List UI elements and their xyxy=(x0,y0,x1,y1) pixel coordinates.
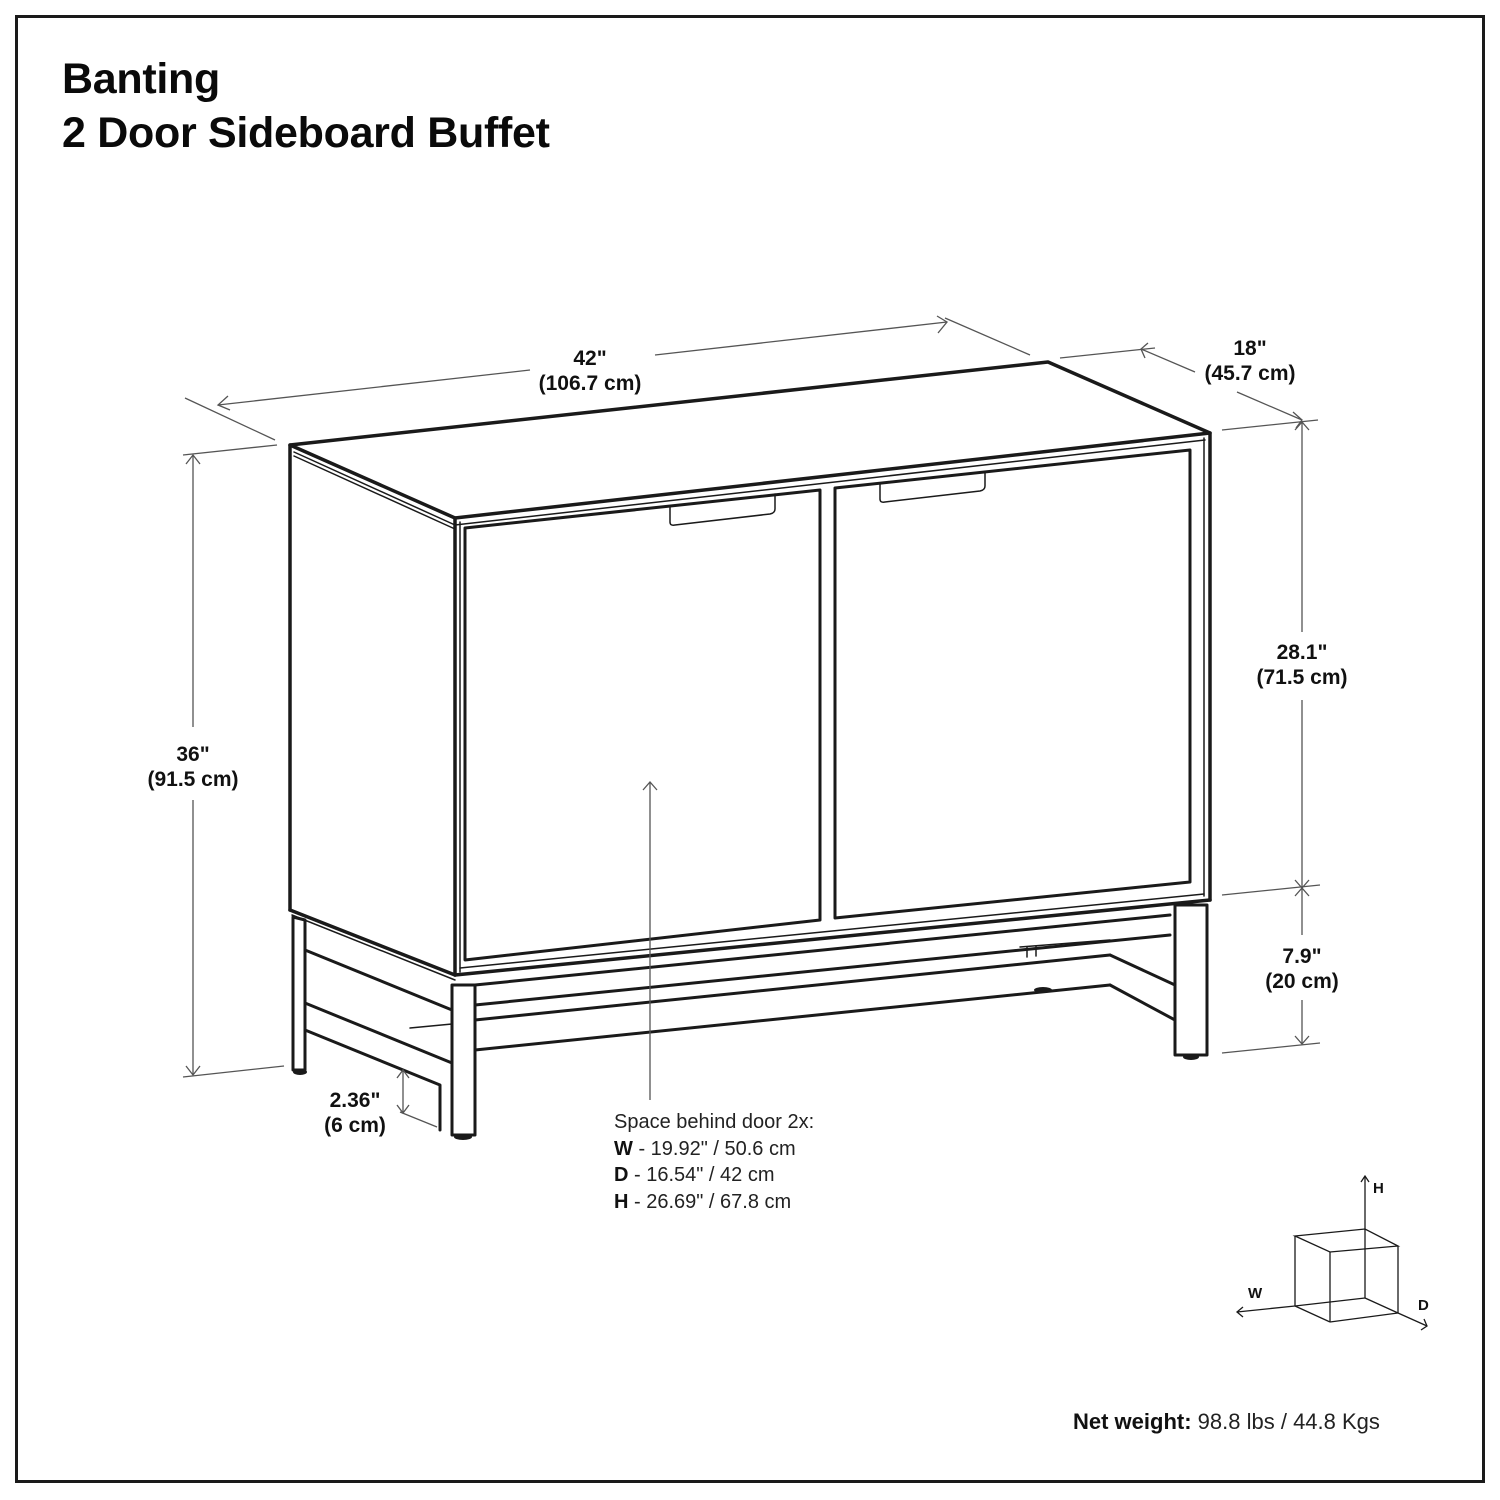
depth-dimension-label: 18" (45.7 cm) xyxy=(1204,336,1295,386)
clearance-imperial: 2.36" xyxy=(329,1089,381,1112)
space-row-key: W xyxy=(614,1137,633,1160)
base-height-dimension-label: 7.9" (20 cm) xyxy=(1265,944,1339,994)
clearance-metric: (6 cm) xyxy=(324,1114,386,1137)
axis-label-w: W xyxy=(1248,1285,1263,1302)
product-title: Banting 2 Door Sideboard Buffet xyxy=(62,52,550,160)
total-height-dimension-label: 36" (91.5 cm) xyxy=(147,742,238,792)
space-row-height: H - 26.69" / 67.8 cm xyxy=(614,1189,814,1216)
door-handles xyxy=(669,471,986,526)
cabinet-height-dimension-label: 28.1" (71.5 cm) xyxy=(1256,640,1347,690)
page-border xyxy=(15,15,1485,1483)
space-row-width: W - 19.92" / 50.6 cm xyxy=(614,1136,814,1163)
axis-label-d: D xyxy=(1418,1297,1429,1314)
net-weight-value: 98.8 lbs / 44.8 Kgs xyxy=(1191,1409,1380,1434)
space-behind-door-heading: Space behind door 2x: xyxy=(614,1111,815,1133)
width-imperial: 42" xyxy=(573,347,607,370)
axis-cube-icon xyxy=(1235,1174,1428,1331)
total-height-metric: (91.5 cm) xyxy=(147,768,239,791)
dimension-lines xyxy=(182,315,1321,1128)
right-door xyxy=(833,448,1192,920)
total-height-imperial: 36" xyxy=(176,743,210,766)
cabinet-height-metric: (71.5 cm) xyxy=(1256,666,1348,689)
depth-metric: (45.7 cm) xyxy=(1204,362,1296,385)
space-row-key: H xyxy=(614,1190,629,1213)
net-weight-label: Net weight: xyxy=(1073,1409,1192,1434)
clearance-dimension-label: 2.36" (6 cm) xyxy=(324,1088,386,1138)
base-height-imperial: 7.9" xyxy=(1282,945,1322,968)
depth-imperial: 18" xyxy=(1233,337,1267,360)
net-weight: Net weight: 98.8 lbs / 44.8 Kgs xyxy=(1073,1409,1380,1435)
space-row-key: D xyxy=(614,1164,629,1186)
base-height-metric: (20 cm) xyxy=(1265,970,1339,993)
base-frame xyxy=(291,903,1209,1137)
cabinet-side xyxy=(288,443,457,977)
product-type: 2 Door Sideboard Buffet xyxy=(62,109,550,157)
space-row-depth: D - 16.54" / 42 cm xyxy=(614,1162,814,1189)
cabinet-top xyxy=(288,360,1212,520)
width-dimension-label: 42" (106.7 cm) xyxy=(539,346,642,396)
cabinet-front xyxy=(453,431,1212,977)
space-row-value: - 16.54" / 42 cm xyxy=(628,1164,775,1186)
width-metric: (106.7 cm) xyxy=(538,372,642,395)
cabinet-height-imperial: 28.1" xyxy=(1276,641,1328,664)
space-row-value: - 19.92" / 50.6 cm xyxy=(632,1137,796,1160)
axis-label-h: H xyxy=(1373,1180,1384,1197)
product-name: Banting xyxy=(62,55,220,103)
left-door xyxy=(463,488,822,962)
space-row-value: - 26.69" / 67.8 cm xyxy=(628,1190,792,1213)
space-behind-door-info: Space behind door 2x: W - 19.92" / 50.6 … xyxy=(614,1109,814,1215)
